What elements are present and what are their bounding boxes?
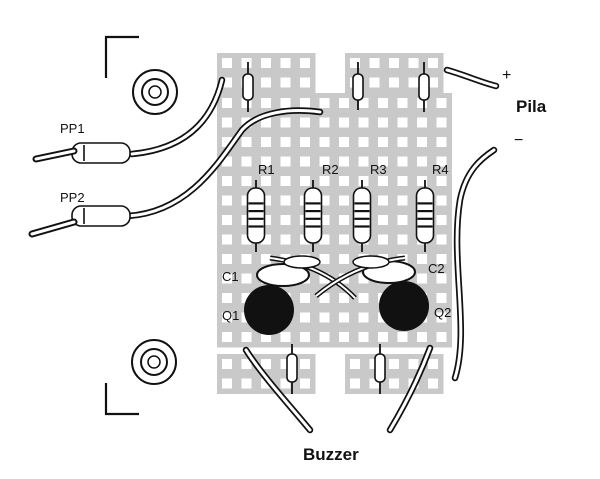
capacitor-c1 bbox=[256, 263, 310, 287]
resistor-bottom-right bbox=[374, 344, 386, 394]
label-r3: R3 bbox=[370, 162, 387, 177]
label-pp2: PP2 bbox=[60, 190, 85, 205]
resistor-r4 bbox=[415, 180, 435, 252]
label-r2: R2 bbox=[322, 162, 339, 177]
mounting-hole-bottom bbox=[131, 339, 177, 385]
label-pp1: PP1 bbox=[60, 121, 85, 136]
resistor-r1 bbox=[246, 180, 266, 252]
resistor-top-mid bbox=[352, 62, 364, 110]
label-q2: Q2 bbox=[434, 305, 451, 320]
mounting-hole-top bbox=[132, 69, 178, 115]
resistor-r2 bbox=[303, 180, 323, 252]
transistor-q2 bbox=[379, 281, 429, 331]
label-q1: Q1 bbox=[222, 308, 239, 323]
plug-pp2 bbox=[28, 205, 131, 238]
crossing-leads bbox=[269, 255, 406, 300]
label-c2: C2 bbox=[428, 261, 445, 276]
enclosure-brackets bbox=[104, 35, 139, 416]
resistor-top-right bbox=[418, 62, 430, 112]
label-pila: Pila bbox=[516, 97, 547, 116]
plug-pp1 bbox=[32, 142, 131, 164]
label-r4: R4 bbox=[432, 162, 449, 177]
wires bbox=[124, 66, 500, 434]
resistor-bottom-left bbox=[286, 344, 298, 394]
resistors bbox=[242, 62, 435, 394]
label-buzzer: Buzzer bbox=[303, 445, 359, 464]
resistor-top-left bbox=[242, 62, 254, 112]
resistor-r3 bbox=[352, 180, 372, 252]
label-minus: − bbox=[514, 132, 523, 149]
transistor-q1 bbox=[244, 285, 294, 335]
label-r1: R1 bbox=[258, 162, 275, 177]
label-c1: C1 bbox=[222, 269, 239, 284]
label-plus: + bbox=[502, 67, 511, 84]
